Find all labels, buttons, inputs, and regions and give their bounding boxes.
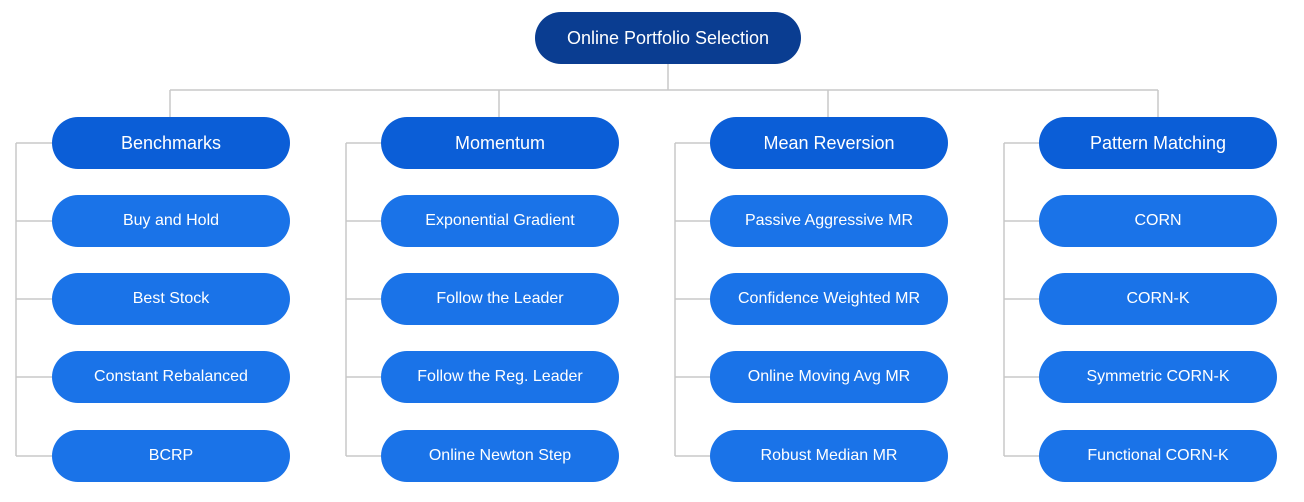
leaf-label: Online Newton Step [428,447,572,464]
category-mean-reversion[interactable]: Mean Reversion [710,117,948,169]
leaf-symmetric-corn-k[interactable]: Symmetric CORN-K [1039,351,1277,403]
leaf-follow-the-leader[interactable]: Follow the Leader [381,273,619,325]
leaf-label: CORN [1134,212,1182,229]
root-node[interactable]: Online Portfolio Selection [535,12,801,64]
root-node-label: Online Portfolio Selection [566,27,770,48]
leaf-label: Passive Aggressive MR [744,212,914,229]
leaf-label: Robust Median MR [760,447,898,464]
leaf-label: Confidence Weighted MR [737,290,921,307]
leaf-label: Follow the Reg. Leader [417,368,583,385]
leaf-online-newton-step[interactable]: Online Newton Step [381,430,619,482]
leaf-buy-and-hold[interactable]: Buy and Hold [52,195,290,247]
leaf-label: Follow the Leader [436,290,564,307]
leaf-robust-median-mr[interactable]: Robust Median MR [710,430,948,482]
leaf-label: Buy and Hold [122,212,220,229]
leaf-label: Symmetric CORN-K [1086,368,1230,385]
leaf-label: Best Stock [132,290,210,307]
leaf-online-moving-avg-mr[interactable]: Online Moving Avg MR [710,351,948,403]
category-label: Mean Reversion [763,132,895,153]
category-benchmarks[interactable]: Benchmarks [52,117,290,169]
leaf-label: BCRP [148,447,194,464]
leaf-label: CORN-K [1126,290,1190,307]
leaf-best-stock[interactable]: Best Stock [52,273,290,325]
leaf-confidence-weighted-mr[interactable]: Confidence Weighted MR [710,273,948,325]
category-label: Pattern Matching [1089,132,1227,153]
leaf-functional-corn-k[interactable]: Functional CORN-K [1039,430,1277,482]
category-label: Momentum [454,132,546,153]
leaf-label: Constant Rebalanced [94,368,248,385]
category-label: Benchmarks [120,132,222,153]
leaf-follow-the-reg-leader[interactable]: Follow the Reg. Leader [381,351,619,403]
leaf-label: Online Moving Avg MR [747,368,911,385]
leaf-label: Functional CORN-K [1087,447,1229,464]
leaf-passive-aggressive-mr[interactable]: Passive Aggressive MR [710,195,948,247]
category-pattern-matching[interactable]: Pattern Matching [1039,117,1277,169]
leaf-constant-rebalanced[interactable]: Constant Rebalanced [52,351,290,403]
category-momentum[interactable]: Momentum [381,117,619,169]
leaf-exponential-gradient[interactable]: Exponential Gradient [381,195,619,247]
leaf-label: Exponential Gradient [425,212,575,229]
leaf-corn[interactable]: CORN [1039,195,1277,247]
leaf-corn-k[interactable]: CORN-K [1039,273,1277,325]
leaf-bcrp[interactable]: BCRP [52,430,290,482]
